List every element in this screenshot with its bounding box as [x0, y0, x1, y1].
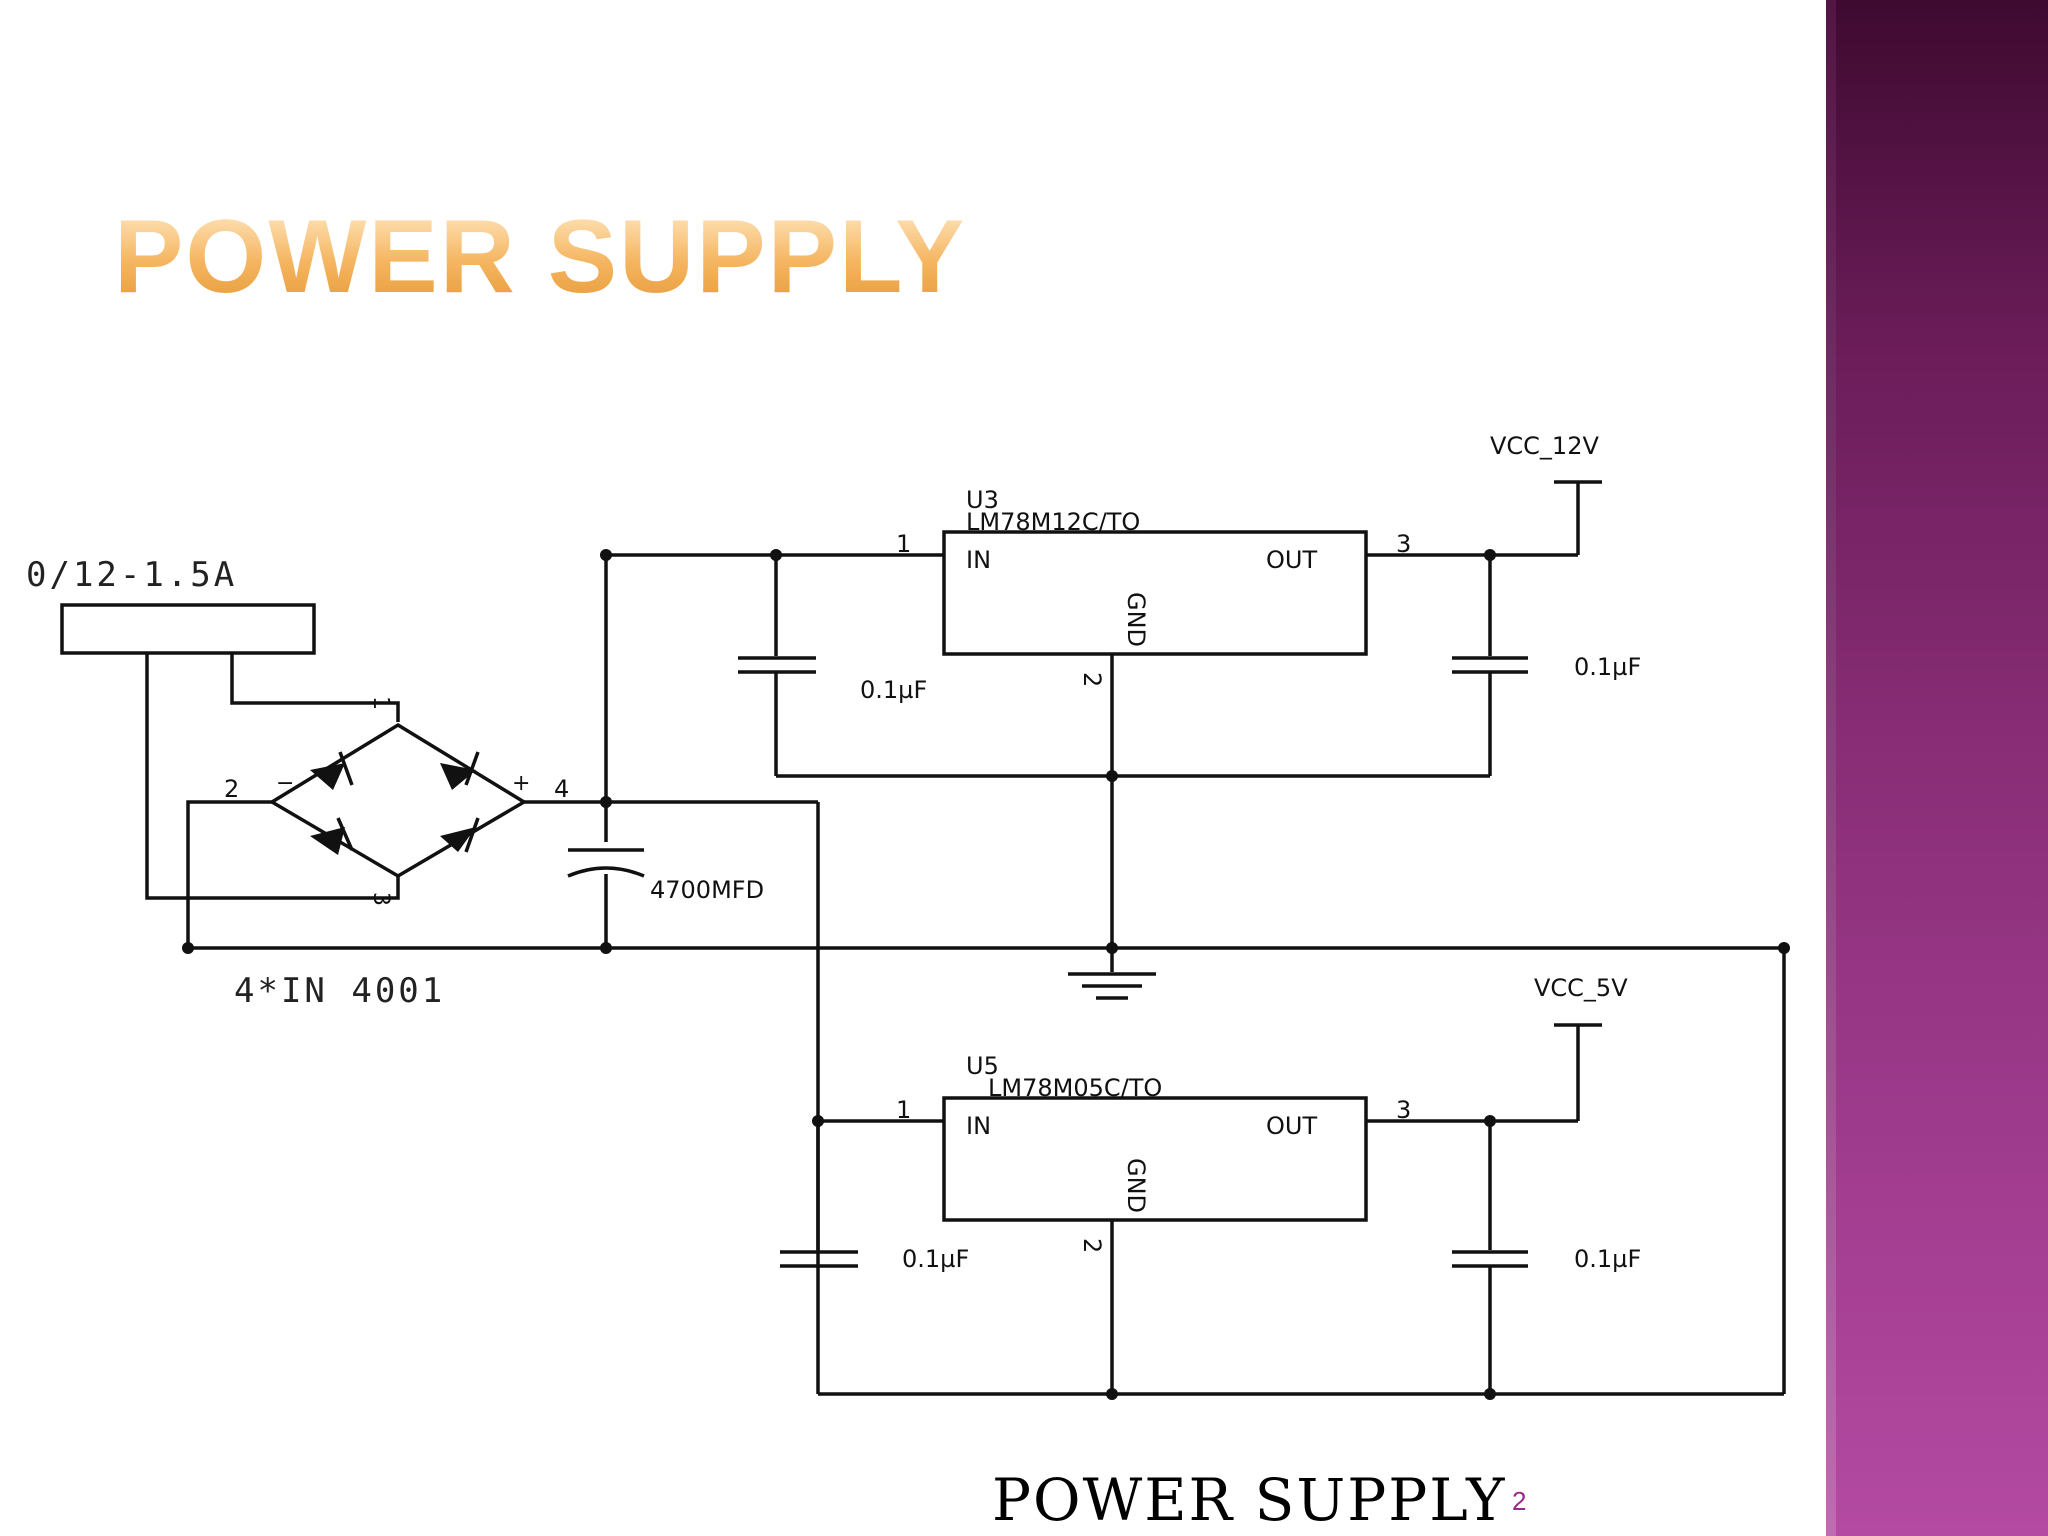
bridge-rectifier: 1 2 − 3 4 + 4*IN 4001: [224, 696, 569, 1011]
junction-dot: [600, 549, 612, 561]
u5-pin-in: 1: [896, 1096, 911, 1124]
page-number: 2: [1512, 1486, 1527, 1516]
diode-bottom-left: [310, 817, 354, 855]
u3-part-label: LM78M12C/TO: [966, 508, 1140, 536]
diode-top-right: [440, 751, 480, 790]
ground-rail: [188, 946, 1786, 1394]
u3-pin-gnd: 2: [1078, 672, 1106, 687]
bridge-minus-sign: −: [276, 771, 294, 796]
u3-gnd-label: GND: [1122, 592, 1150, 647]
diode-top-left: [310, 751, 354, 790]
u5-pin-out: 3: [1396, 1096, 1411, 1124]
u5-input-cap-label: 0.1µF: [902, 1245, 969, 1273]
u5-gnd-label: GND: [1122, 1158, 1150, 1213]
u5-body: [942, 1096, 1368, 1222]
u3-input-cap-label: 0.1µF: [860, 676, 927, 704]
bridge-pin-1: 1: [368, 696, 393, 710]
bridge-part-label: 4*IN 4001: [234, 971, 445, 1011]
u5-in-label: IN: [966, 1112, 991, 1140]
bulk-cap-plate-bottom: [567, 866, 645, 878]
bridge-pin-3: 3: [368, 892, 393, 906]
bulk-cap-label: 4700MFD: [650, 876, 764, 904]
junction-dot: [1484, 1115, 1496, 1127]
junction-dot: [600, 796, 612, 808]
junction-dot: [182, 942, 194, 954]
vcc5-label: VCC_5V: [1534, 974, 1628, 1002]
wire-transformer-to-bridge-bottom: [145, 653, 400, 900]
u3-in-label: IN: [966, 546, 991, 574]
junction-dot: [1106, 1388, 1118, 1400]
junction-dot: [1778, 942, 1790, 954]
junction-dot: [1106, 942, 1118, 954]
transformer-rating-label: 0/12-1.5A: [26, 555, 237, 595]
junction-dot: [1106, 770, 1118, 782]
u3-out-label: OUT: [1266, 546, 1317, 574]
schematic-caption: POWER SUPPLY: [992, 1466, 1506, 1534]
u3-pin-out: 3: [1396, 530, 1411, 558]
u5-ref-label: U5: [966, 1052, 999, 1080]
diode-bottom-right: [440, 817, 480, 853]
slide-canvas: POWER SUPPLY: [114, 199, 967, 315]
junction-dot: [600, 942, 612, 954]
junction-dots: [182, 549, 1790, 1400]
transformer: 0/12-1.5A: [26, 555, 400, 900]
wire-transformer-to-bridge-top: [230, 653, 400, 722]
regulator-u3: U3 LM78M12C/TO IN OUT GND 1 3 2 VCC_12V …: [738, 432, 1641, 948]
u5-out-label: OUT: [1266, 1112, 1317, 1140]
vcc12-label: VCC_12V: [1490, 432, 1599, 460]
u3-output-cap-label: 0.1µF: [1574, 653, 1641, 681]
u3-pin-in: 1: [896, 530, 911, 558]
u3-body: [942, 530, 1368, 656]
junction-dot: [812, 1115, 824, 1127]
slide-title: POWER SUPPLY: [114, 199, 967, 315]
u3-ref-label: U3: [966, 486, 999, 514]
decorative-side-band: [1826, 0, 2048, 1536]
bridge-diamond: [268, 722, 528, 879]
junction-dot: [1484, 549, 1496, 561]
transformer-body: [60, 603, 316, 655]
u5-part-label: LM78M05C/TO: [988, 1074, 1162, 1102]
regulator-u5: U5 LM78M05C/TO IN OUT GND 1 3 2 VCC_5V 0…: [780, 974, 1784, 1396]
u5-output-cap-label: 0.1µF: [1574, 1245, 1641, 1273]
bridge-pin-2: 2: [224, 775, 239, 803]
power-supply-schematic: 0/12-1.5A 1 2 − 3 4 + 4*IN 4001: [26, 432, 1790, 1534]
junction-dot: [770, 549, 782, 561]
wire-bridge-negative: [186, 800, 272, 948]
bridge-plus-sign: +: [512, 771, 530, 796]
bridge-pin-4: 4: [554, 775, 569, 803]
rectified-bus: 4700MFD: [186, 553, 944, 1394]
junction-dot: [1484, 1388, 1496, 1400]
u5-pin-gnd: 2: [1078, 1238, 1106, 1253]
